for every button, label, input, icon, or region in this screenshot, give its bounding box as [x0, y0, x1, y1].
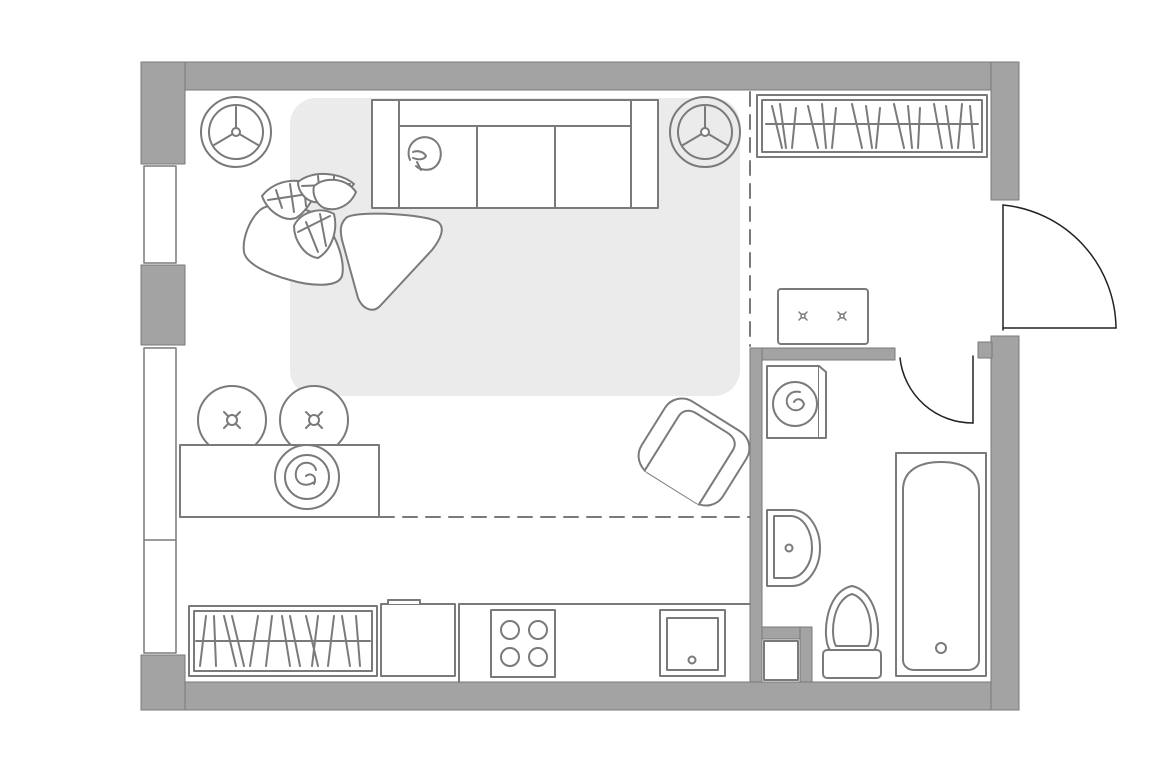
- coffee-table-icon: [339, 212, 443, 311]
- lounge-chair-icon: [637, 397, 751, 507]
- plate-icon: [274, 444, 340, 510]
- window-upper: [143, 165, 177, 264]
- plant-icon: [261, 172, 357, 259]
- shoe-cabinet-icon: [777, 288, 869, 345]
- cooktop-icon: [490, 609, 556, 678]
- sofa-icon: [371, 99, 659, 209]
- bathtub-icon: [895, 452, 987, 677]
- armchair-round-icon: [200, 96, 272, 168]
- stool-icon: [279, 385, 349, 455]
- stool-icon: [197, 385, 267, 455]
- kitchen-sink-icon: [659, 609, 726, 677]
- bathroom-door[interactable]: [899, 355, 974, 424]
- washing-machine-icon: [766, 365, 827, 439]
- walls: [140, 61, 1020, 711]
- cat-icon: [407, 136, 442, 171]
- entrance-door[interactable]: [1002, 204, 1117, 331]
- kitchen-cabinet-icon: [188, 605, 378, 677]
- window-lower: [143, 347, 177, 654]
- wardrobe-icon: [756, 94, 988, 158]
- armchair-round-icon: [669, 96, 741, 168]
- bathroom-sink-icon: [766, 509, 821, 587]
- kitchen-counter: [458, 603, 751, 683]
- toilet-icon: [822, 585, 882, 679]
- fridge-icon: [380, 599, 456, 677]
- utility-shaft: [763, 640, 799, 681]
